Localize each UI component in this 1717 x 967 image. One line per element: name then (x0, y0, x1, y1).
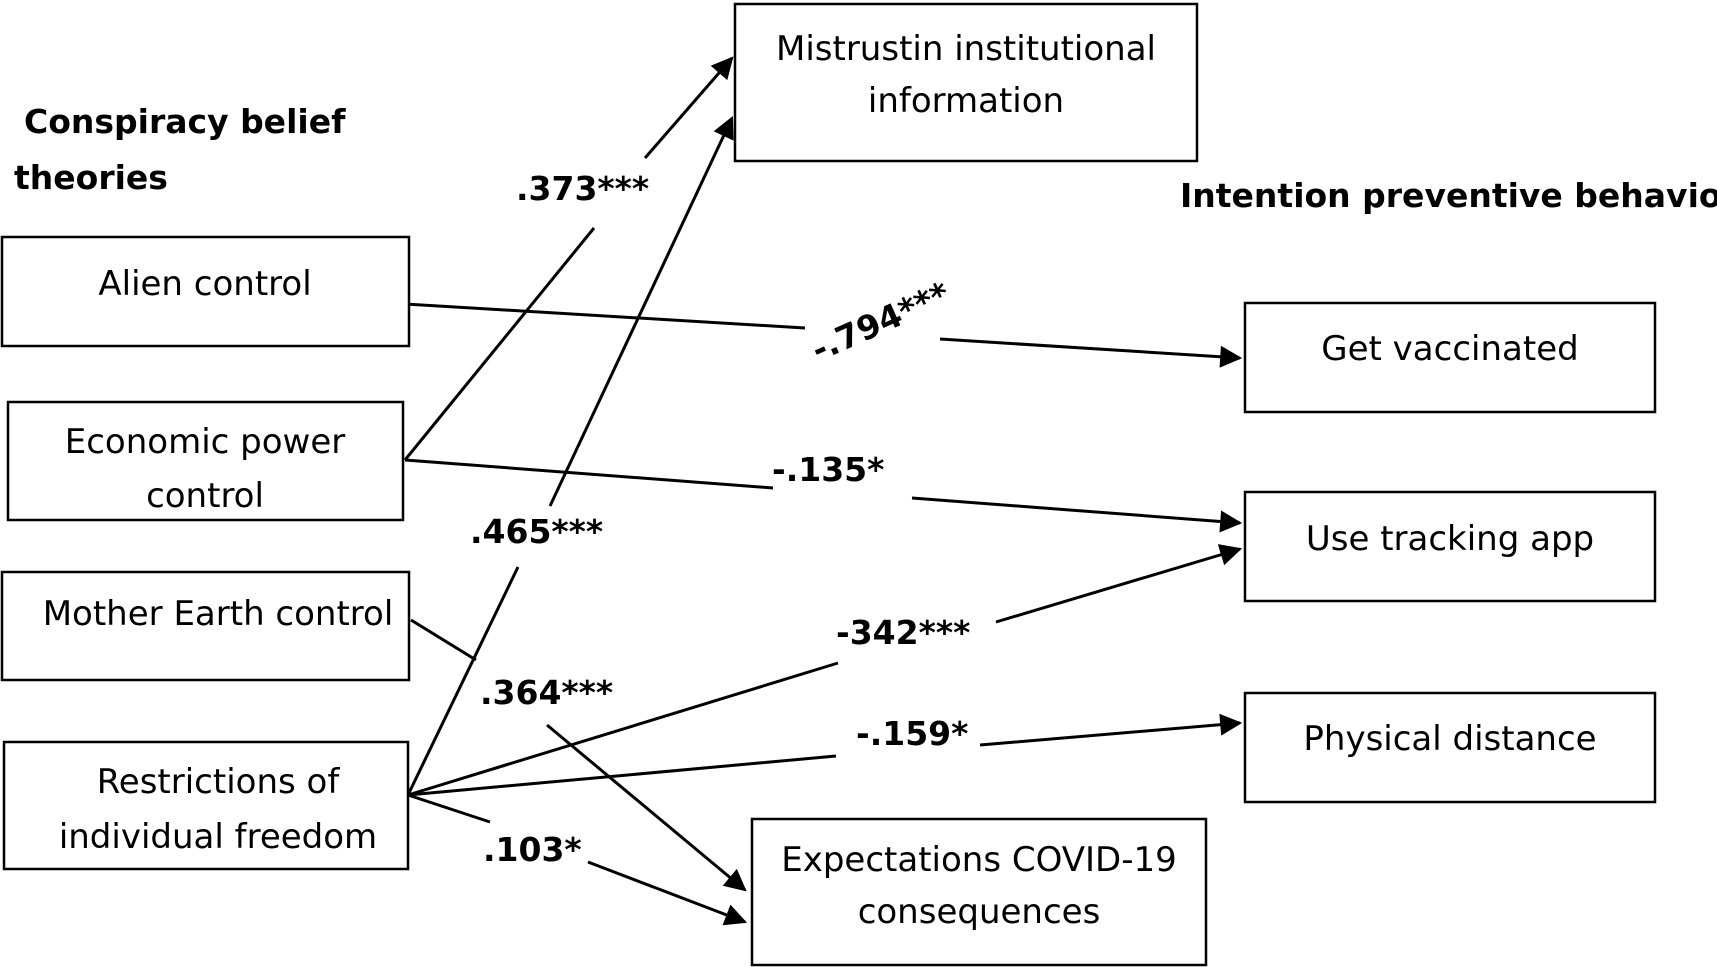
box-mistrust-line-1: Mistrustin institutional (776, 29, 1156, 69)
box-mother-earth-control: Mother Earth control (0, 570, 411, 682)
path-restrictions-to-distance-b (979, 713, 1243, 747)
box-use-tracking-app: Use tracking app (1243, 490, 1657, 603)
box-mistrust-institutional-information: Mistrustin institutional information (733, 2, 1199, 163)
path-alien-to-vaccinated-b (939, 337, 1243, 368)
path-restrictions-to-mistrust-a (406, 566, 520, 796)
path-economic-to-mistrust-a (403, 227, 596, 461)
path-restrictions-to-distance-a (407, 754, 837, 797)
path-restrictions-to-mistrust-b (548, 116, 734, 507)
left-header-line-1: Conspiracy belief (24, 102, 346, 141)
path-restrictions-to-expectations-b (587, 860, 748, 926)
path-restrictions-to-tracking-b (995, 544, 1243, 624)
box-expectations-line-2: consequences (858, 892, 1101, 932)
coef-restrictions-to-distance: -.159* (856, 714, 968, 753)
coef-restrictions-to-mistrust: .465*** (470, 512, 603, 551)
right-header: Intention preventive behaviours (1180, 176, 1717, 215)
box-mistrust-line-2: information (868, 81, 1064, 121)
box-physical-distance: Physical distance (1243, 691, 1657, 804)
box-economic-power-control-line-2: control (146, 476, 264, 516)
left-header-line-2: theories (14, 158, 168, 197)
path-restrictions-to-tracking-a (407, 661, 839, 797)
box-get-vaccinated: Get vaccinated (1243, 301, 1657, 414)
coef-restrictions-to-tracking: -342*** (836, 613, 970, 652)
box-economic-power-control-line-1: Economic power (65, 422, 346, 462)
box-alien-control: Alien control (0, 235, 411, 348)
path-economic-to-mistrust-b (643, 56, 734, 159)
box-expectations-line-1: Expectations COVID-19 (781, 840, 1177, 880)
box-restrictions-line-2: individual freedom (59, 817, 377, 857)
coef-restrictions-to-expectations: .103* (483, 830, 582, 869)
path-economic-to-tracking-b (911, 496, 1243, 533)
box-use-tracking-app-label: Use tracking app (1306, 519, 1594, 559)
path-alien-to-vaccinated-a (404, 302, 806, 330)
path-restrictions-to-expectations-a (407, 793, 491, 824)
box-get-vaccinated-label: Get vaccinated (1321, 329, 1578, 369)
box-expectations-covid-consequences: Expectations COVID-19 consequences (750, 817, 1208, 967)
coef-economic-to-tracking: -.135* (772, 450, 884, 489)
path-economic-to-tracking-a (404, 458, 774, 490)
path-mother-earth-to-expectations-b (546, 723, 747, 892)
box-physical-distance-label: Physical distance (1303, 719, 1596, 759)
box-restrictions-line-1: Restrictions of (97, 762, 341, 802)
box-mother-earth-control-label: Mother Earth control (43, 594, 394, 634)
coef-alien-to-vaccinated: -.794*** (805, 274, 955, 369)
path-mother-earth-to-expectations-a (410, 618, 477, 662)
coef-economic-to-mistrust: .373*** (516, 169, 649, 208)
coef-mother-earth-to-expectations: .364*** (480, 673, 613, 712)
box-restrictions-individual-freedom: Restrictions of individual freedom (2, 740, 410, 871)
box-economic-power-control: Economic power control (6, 400, 405, 522)
connections (403, 56, 1243, 926)
box-alien-control-label: Alien control (98, 264, 311, 304)
